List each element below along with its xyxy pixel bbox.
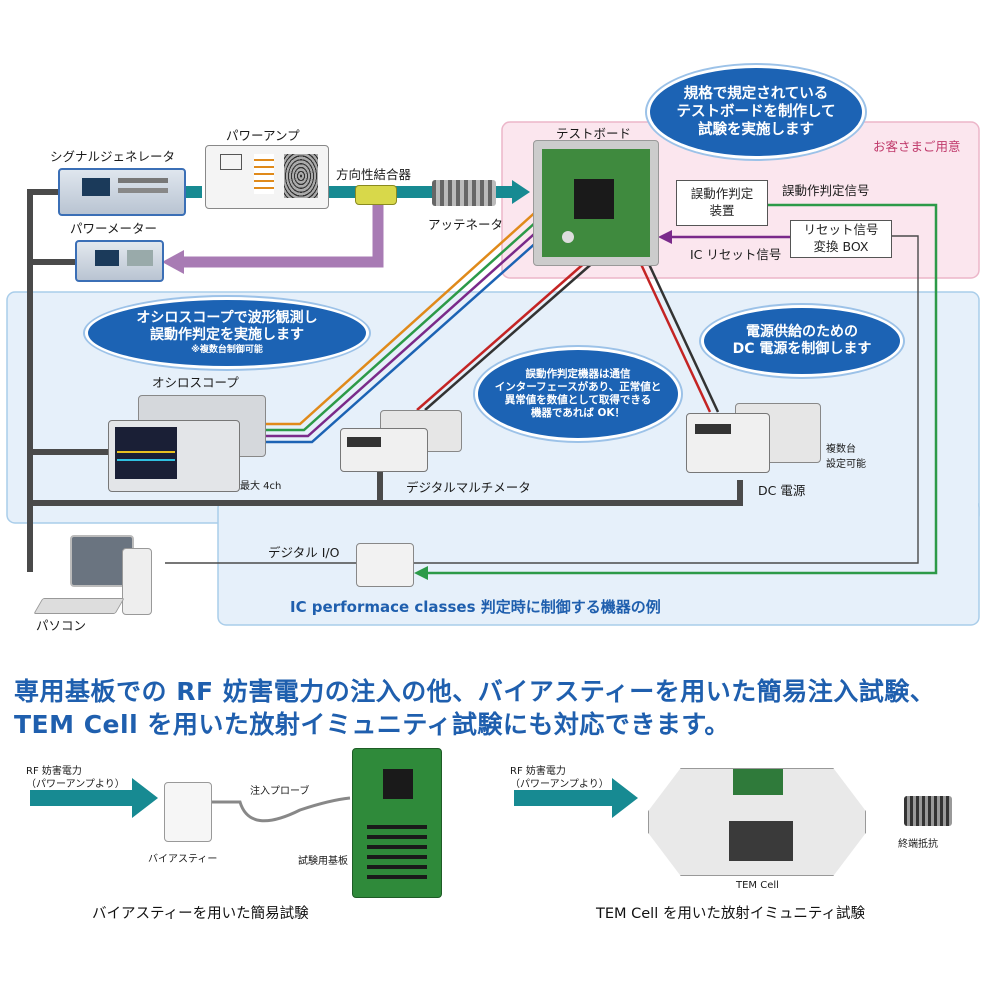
multi-units-label: 複数台 設定可能 (826, 444, 866, 470)
dmm-bubble: 誤動作判定機器は通信 インターフェースがあり、正常値と 異常値を数値として取得で… (478, 350, 678, 438)
digital-multimeter (340, 428, 428, 472)
malfunction-device-box: 誤動作判定 装置 (676, 180, 768, 226)
probe-lines (262, 189, 576, 444)
tem-cell-label: TEM Cell (736, 880, 779, 891)
dc-power-supply (686, 413, 770, 473)
dmm-label: デジタルマルチメータ (406, 480, 531, 495)
ic-reset-label: IC リセット信号 (690, 247, 782, 262)
attenuator (432, 180, 496, 206)
pc-tower (122, 548, 152, 615)
tem-cell-caption: TEM Cell を用いた放射イミュニティ試験 (596, 906, 865, 922)
digital-io-module (356, 543, 414, 587)
digital-io-label: デジタル I/O (268, 545, 340, 560)
dc-supply-label: DC 電源 (758, 483, 806, 498)
malfunction-signal-label: 誤動作判定信号 (782, 183, 870, 198)
power-meter-label: パワーメーター (70, 221, 158, 236)
directional-coupler-label: 方向性結合器 (336, 167, 412, 182)
reset-conversion-box: リセット信号 変換 BOX (790, 220, 892, 258)
bottom-diagrams (30, 778, 638, 823)
test-board-label-bottom: 試験用基板 (298, 856, 348, 867)
test-pcb (352, 748, 442, 898)
oscilloscope (108, 420, 240, 492)
rf-path (180, 180, 530, 204)
dc-bubble: 電源供給のための DC 電源を制御します (704, 308, 900, 374)
signal-generator-label: シグナルジェネレータ (50, 149, 176, 164)
max-4ch-label: 最大 4ch (240, 481, 282, 492)
bias-tee-caption: バイアスティーを用いた簡易試験 (92, 906, 309, 922)
power-amp-label: パワーアンプ (226, 128, 300, 143)
bias-tee (164, 782, 212, 842)
measure-lines (416, 259, 720, 413)
io-line (165, 235, 919, 564)
rf-arrow-left (30, 778, 158, 818)
terminator (904, 796, 952, 826)
rf-label-right: RF 妨害電力 （パワーアンプより） (510, 766, 609, 790)
tem-cell (648, 768, 866, 876)
oscilloscope-bubble: オシロスコープで波形観測し 誤動作判定を実施します ※複数台制御可能 (88, 300, 366, 366)
oscilloscope-label: オシロスコープ (152, 375, 239, 390)
headline-line-1: 専用基板での RF 妨害電力の注入の他、バイアスティーを用いた簡易注入試験、 (14, 677, 936, 706)
malfunction-signal-line (424, 203, 938, 575)
rf-arrow-right (514, 778, 638, 818)
test-board-label: テストボード (556, 126, 632, 141)
terminator-label: 終端抵抗 (898, 839, 938, 850)
bias-tee-label: バイアスティー (148, 854, 218, 865)
power-meter (75, 240, 164, 282)
power-amp (205, 145, 329, 209)
pc-label: パソコン (36, 618, 87, 633)
control-bus (27, 189, 743, 572)
attenuator-label: アッテネータ (428, 217, 504, 232)
test-board (533, 140, 659, 266)
example-caption: IC performace classes 判定時に制御する機器の例 (290, 598, 661, 616)
injection-probe-label: 注入プローブ (250, 786, 310, 797)
pc-keyboard (33, 598, 125, 614)
customer-label: お客さまご用意 (873, 139, 961, 154)
directional-coupler (355, 185, 397, 205)
power-meter-feedback (180, 200, 384, 268)
headline-line-2: TEM Cell を用いた放射イミュニティ試験にも対応できます。 (14, 710, 730, 739)
testboard-bubble: 規格で規定されている テストボードを制作して 試験を実施します (650, 68, 862, 156)
rf-label-left: RF 妨害電力 （パワーアンプより） (26, 766, 125, 790)
signal-generator (58, 168, 186, 216)
